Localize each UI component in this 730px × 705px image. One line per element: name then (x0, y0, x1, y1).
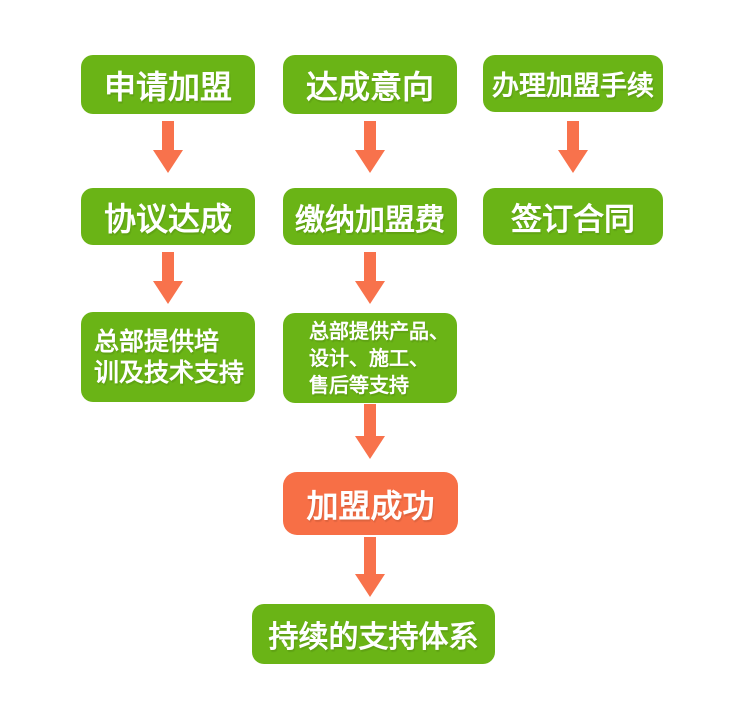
flow-node-label: 办理加盟手续 (492, 71, 654, 102)
arrow-shaft (364, 404, 376, 436)
flow-node-contract: 签订合同 (483, 188, 663, 245)
flow-node-products: 总部提供产品、 设计、施工、 售后等支持 (283, 313, 457, 403)
flow-node-procedure: 办理加盟手续 (483, 55, 663, 112)
arrow-shaft (162, 252, 174, 281)
down-arrow-apply-agreement (153, 121, 183, 173)
flow-node-label: 协议达成 (103, 199, 232, 238)
flow-node-agreement: 协议达成 (81, 188, 255, 245)
flow-node-label-line: 设计、施工、 (309, 345, 429, 370)
flow-node-label: 签订合同 (511, 202, 635, 238)
arrow-head (355, 436, 385, 459)
flow-node-label: 达成意向 (305, 67, 434, 106)
arrow-shaft (364, 121, 376, 150)
down-arrow-fee-products (355, 252, 385, 304)
flow-node-label-line: 训及技术支持 (94, 358, 245, 387)
arrow-shaft (162, 121, 174, 150)
flow-node-label: 加盟成功 (306, 486, 435, 525)
flow-node-fee: 缴纳加盟费 (283, 188, 457, 245)
down-arrow-procedure-contract (558, 121, 588, 173)
flow-node-apply: 申请加盟 (81, 55, 255, 114)
flow-node-training: 总部提供培 训及技术支持 (81, 312, 255, 402)
flow-node-label: 申请加盟 (103, 67, 232, 106)
down-arrow-agreement-training (153, 252, 183, 304)
arrow-head (355, 574, 385, 597)
flow-node-ongoing: 持续的支持体系 (252, 604, 495, 664)
down-arrow-products-success (355, 404, 385, 459)
down-arrow-success-ongoing (355, 537, 385, 597)
arrow-head (355, 281, 385, 304)
arrow-head (153, 281, 183, 304)
arrow-head (355, 150, 385, 173)
arrow-head (558, 150, 588, 173)
arrow-shaft (567, 121, 579, 150)
flow-node-label-line: 总部提供产品、 (309, 318, 449, 343)
arrow-head (153, 150, 183, 173)
flow-node-label-line: 售后等支持 (309, 372, 409, 397)
flow-node-label: 缴纳加盟费 (295, 202, 445, 238)
flow-node-label-line: 总部提供培 (94, 327, 220, 356)
flow-node-label: 持续的支持体系 (268, 620, 479, 655)
down-arrow-intention-fee (355, 121, 385, 173)
arrow-shaft (364, 252, 376, 281)
arrow-shaft (364, 537, 376, 574)
flow-node-success: 加盟成功 (283, 472, 458, 535)
flow-node-intention: 达成意向 (283, 55, 457, 114)
